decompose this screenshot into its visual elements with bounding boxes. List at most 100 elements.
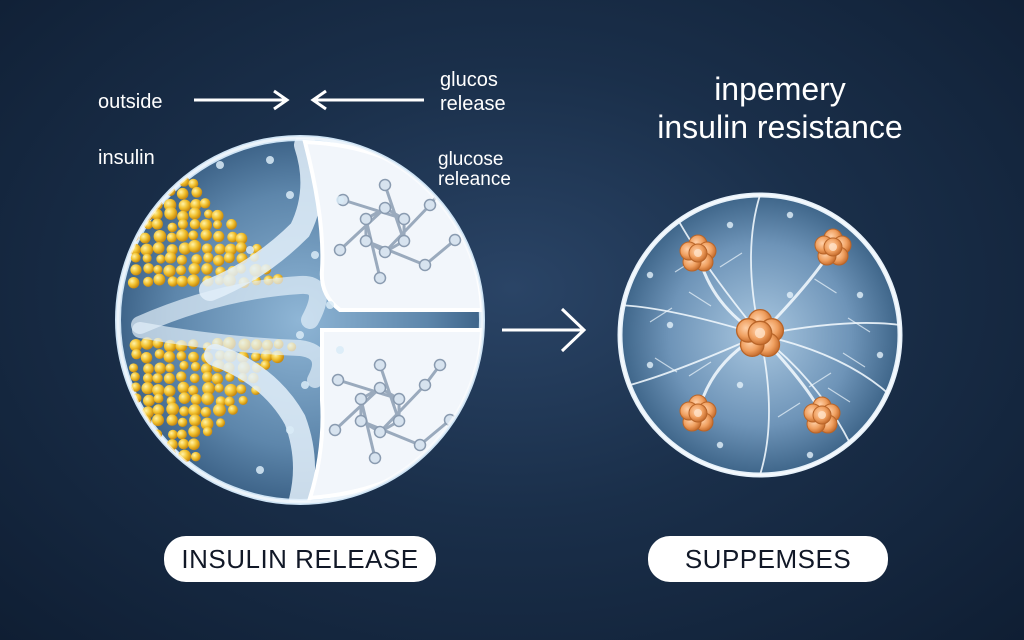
insulin-granule xyxy=(140,154,152,166)
insulin-granule xyxy=(163,264,176,278)
droplet xyxy=(716,441,724,449)
insulin-granule xyxy=(163,351,176,363)
insulin-granule xyxy=(178,242,192,255)
right-arrow-icon xyxy=(194,89,290,111)
droplet xyxy=(266,156,274,164)
insulin-granule xyxy=(178,392,191,405)
insulin-granule xyxy=(152,473,163,484)
droplet xyxy=(646,361,654,369)
insulin-granule xyxy=(141,198,152,209)
title-line2: insulin resistance xyxy=(657,109,903,145)
insulin-granule xyxy=(176,229,189,242)
insulin-granule xyxy=(176,275,188,287)
insulin-granule xyxy=(127,470,140,482)
insulin-granule xyxy=(155,176,166,187)
insulin-granule xyxy=(152,384,165,397)
insulin-granule xyxy=(188,351,199,363)
insulin-granule xyxy=(167,429,178,440)
insulin-granule xyxy=(214,243,226,255)
insulin-granule xyxy=(166,414,178,426)
insulin-granule xyxy=(129,339,143,352)
insulin-granule xyxy=(226,219,237,230)
insulin-granule xyxy=(201,263,213,275)
receptor-cluster xyxy=(679,394,717,432)
insulin-granule xyxy=(141,382,154,395)
insulin-granule xyxy=(131,382,141,392)
insulin-granule xyxy=(154,362,166,375)
insulin-resistant-cell-illustration xyxy=(617,192,903,478)
insulin-granule xyxy=(176,265,187,276)
insulin-granule xyxy=(225,372,235,382)
suppemses-button[interactable]: SUPPEMSES xyxy=(648,536,888,582)
insulin-granule xyxy=(128,197,142,210)
insulin-granule xyxy=(153,229,167,243)
droplet xyxy=(726,221,734,229)
insulin-granule xyxy=(188,207,201,220)
insulin-granule xyxy=(154,166,165,176)
insulin-granule xyxy=(139,446,153,460)
insulin-granule xyxy=(223,252,235,264)
insulin-release-button[interactable]: INSULIN RELEASE xyxy=(164,536,436,582)
insulin-granule xyxy=(166,232,177,243)
insulin-granule xyxy=(142,176,153,186)
insulin-granule xyxy=(153,273,166,286)
insulin-granule xyxy=(141,458,154,470)
insulin-granule xyxy=(152,404,165,416)
insulin-granule xyxy=(140,337,154,350)
droplet xyxy=(786,211,794,219)
insulin-granule xyxy=(154,349,165,360)
insulin-granule xyxy=(200,417,214,431)
insulin-granule xyxy=(188,438,200,451)
glucos-release-line1: glucos xyxy=(440,69,498,91)
insulin-granule xyxy=(153,447,166,461)
left-arrow-icon xyxy=(310,89,424,111)
insulin-granule xyxy=(236,384,247,395)
insulin-granule xyxy=(164,251,177,264)
droplet xyxy=(786,291,794,299)
insulin-granule xyxy=(164,153,177,166)
insulin-granule xyxy=(130,155,140,165)
droplet xyxy=(806,451,814,459)
glucose-molecule xyxy=(328,358,457,465)
insulin-granule xyxy=(141,166,151,177)
insulin-granule xyxy=(127,208,140,221)
insulin-granule xyxy=(188,239,202,253)
insulin-granule xyxy=(164,206,178,220)
insulin-granule xyxy=(140,351,153,364)
insulin-granule xyxy=(188,178,199,189)
insulin-granule xyxy=(140,243,154,257)
insulin-granule xyxy=(177,210,189,223)
insulin-granule xyxy=(191,451,201,462)
insulin-granule xyxy=(204,209,214,219)
insulin-granule xyxy=(199,198,211,209)
insulin-granule xyxy=(153,393,164,404)
droplet xyxy=(876,351,884,359)
droplet xyxy=(301,381,309,389)
glucose-releance-line1: glucose xyxy=(438,149,504,170)
droplet xyxy=(326,301,334,309)
insulin-granule xyxy=(214,383,224,393)
middle-right-arrow-icon xyxy=(502,307,587,353)
insulin-granule xyxy=(128,176,140,188)
insulin-granule xyxy=(154,186,165,197)
insulin-granule xyxy=(178,438,189,450)
insulin-granule xyxy=(143,394,155,407)
insulin-granule xyxy=(176,254,188,266)
insulin-granule xyxy=(167,471,178,481)
insulin-granule xyxy=(163,372,176,385)
insulin-label: insulin xyxy=(98,147,155,169)
insulin-granule xyxy=(152,414,165,427)
insulin-granule xyxy=(202,382,215,395)
insulin-granule xyxy=(131,428,143,439)
insulin-granule xyxy=(202,426,213,437)
insulin-granule xyxy=(143,441,153,451)
insulin-granule xyxy=(201,392,215,406)
receptor-clusters xyxy=(679,228,852,434)
insulin-granule xyxy=(179,360,189,371)
insulin-granule xyxy=(167,222,178,233)
insulin-granule xyxy=(162,166,176,180)
insulin-granule xyxy=(202,371,214,383)
outside-label: outside xyxy=(98,91,163,113)
insulin-granule xyxy=(238,395,248,405)
insulin-granule xyxy=(151,218,163,230)
